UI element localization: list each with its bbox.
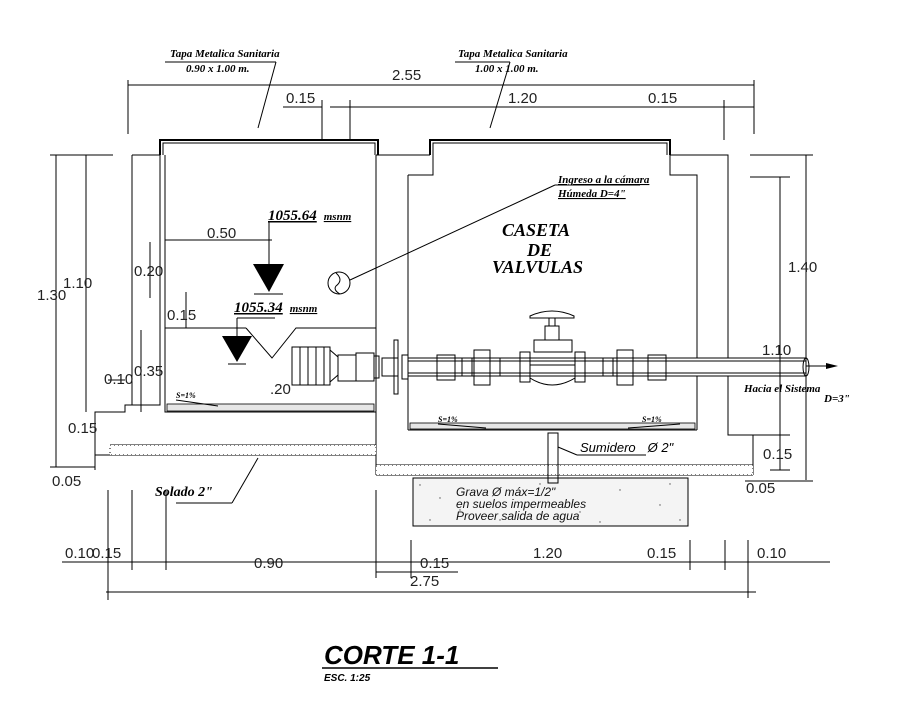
dim-035: 0.35 — [134, 363, 163, 380]
right-dimension-lines — [745, 154, 813, 482]
gravel-label-3: Proveer salida de agua — [456, 509, 580, 523]
elevation-upper: 1055.64 msnm — [268, 207, 352, 224]
dim-bot-total: 2.75 — [410, 573, 439, 590]
gravel-label-2: en suelos impermeables — [456, 497, 586, 511]
dim-bot-010-left: 0.10 — [65, 545, 94, 562]
dim-bot-120: 1.20 — [533, 545, 562, 562]
dim-015-left: 0.15 — [68, 420, 97, 437]
slope-mid: S=1% — [438, 415, 458, 424]
dim-top-total: 2.55 — [392, 67, 421, 84]
dim-top-wall-left: 0.15 — [286, 90, 315, 107]
dim-top-wall-right: 0.15 — [648, 90, 677, 107]
dim-right-110: 1.10 — [762, 342, 791, 359]
gravel-label-1: Grava Ø máx=1/2" — [456, 485, 556, 499]
strainer-basket — [291, 339, 409, 395]
dim-left-outer: 1.30 — [37, 287, 66, 304]
dim-020: 0.20 — [134, 263, 163, 280]
dim-right-140: 1.40 — [788, 259, 817, 276]
slope-left: S=1% — [176, 391, 196, 400]
elevation-marker-upper — [253, 221, 300, 295]
drain-label: Sumidero Ø 2" — [580, 439, 675, 456]
dim-bot-015-left: 0.15 — [92, 545, 121, 562]
base-label: Solado 2" — [155, 485, 213, 500]
inlet-label-2: Húmeda D=4" — [557, 188, 626, 200]
water-level — [165, 239, 376, 359]
inlet-label-1: Ingreso a la cámara — [557, 174, 650, 186]
solado-base — [109, 403, 754, 527]
dim-top-inner: 1.20 — [508, 90, 537, 107]
drawing-scale: ESC. 1:25 — [324, 673, 371, 684]
top-dimension-lines — [127, 80, 755, 140]
elevation-lower: 1055.34 msnm — [234, 299, 318, 316]
room-label-1: CASETA — [502, 220, 570, 240]
dim-right-015: 0.15 — [763, 446, 792, 463]
dim-005-left: 0.05 — [52, 473, 81, 490]
pipe-run — [407, 349, 810, 386]
svg-text:0.90 x 1.00 m.: 0.90 x 1.00 m. — [186, 63, 250, 75]
lid-label-right: Tapa Metalica Sanitaria 1.00 x 1.00 m. — [455, 48, 568, 129]
outlet-arrow — [806, 363, 838, 369]
slope-right: S=1% — [642, 415, 662, 424]
svg-text:Tapa Metalica Sanitaria: Tapa Metalica Sanitaria — [458, 48, 568, 60]
dim-bot-010-right: 0.10 — [757, 545, 786, 562]
drain-pipe — [547, 432, 646, 484]
dim-bot-015-right: 0.15 — [647, 545, 676, 562]
gate-valve[interactable] — [529, 310, 575, 353]
gravel-bed — [412, 477, 689, 527]
gravel-stipple — [419, 483, 681, 523]
outlet-label-1: Hacia el Sistema — [743, 383, 821, 395]
left-dimension-lines — [50, 154, 272, 470]
dim-010: 0.10 — [104, 371, 133, 388]
elevation-marker-lower — [222, 317, 275, 365]
room-label-3: VALVULAS — [492, 257, 583, 277]
inlet-pipe-symbol — [327, 184, 640, 295]
bottom-dimension-lines — [62, 490, 830, 600]
dim-020-b: .20 — [270, 381, 291, 398]
dim-050: 0.50 — [207, 225, 236, 242]
dim-bot-090: 0.90 — [254, 555, 283, 572]
outlet-label-2: D=3" — [823, 393, 850, 405]
dim-right-005: 0.05 — [746, 480, 775, 497]
dim-bot-015-mid: 0.15 — [420, 555, 449, 572]
room-label-2: DE — [526, 240, 552, 260]
dim-left-inner: 1.10 — [63, 275, 92, 292]
svg-text:Tapa Metalica Sanitaria: Tapa Metalica Sanitaria — [170, 48, 280, 60]
lid-label-left: Tapa Metalica Sanitaria 0.90 x 1.00 m. — [165, 48, 280, 129]
dim-015-a: 0.15 — [167, 307, 196, 324]
drawing-title: CORTE 1-1 — [324, 640, 459, 670]
svg-text:1.00 x 1.00 m.: 1.00 x 1.00 m. — [475, 63, 539, 75]
